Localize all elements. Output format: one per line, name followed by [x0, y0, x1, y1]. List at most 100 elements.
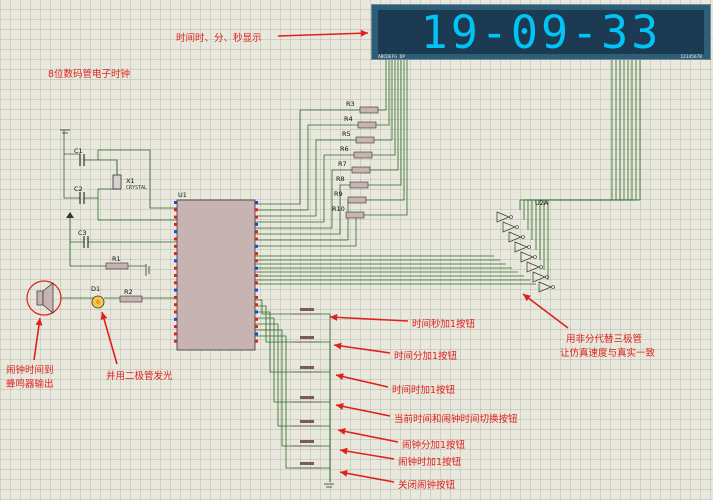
transistor-annotation-2: 让仿真速度与真实一致: [560, 348, 656, 359]
capacitor-c1[interactable]: [79, 154, 85, 166]
pin-marker: [174, 325, 177, 329]
resistor-label: R6: [340, 145, 349, 153]
pin-marker: [174, 288, 177, 292]
buzzer-icon[interactable]: [26, 280, 62, 316]
pin-marker: [255, 281, 258, 285]
c1-label: C1: [74, 147, 83, 155]
transistor-gate[interactable]: [496, 211, 510, 223]
display-segment-pins: ABCDEFG DP: [378, 55, 406, 60]
annotation-arrow: [339, 449, 395, 460]
wire: [372, 60, 396, 156]
ground-icon: [60, 129, 334, 488]
pin-marker: [255, 266, 258, 270]
pin-marker: [255, 252, 258, 256]
pin-marker: [255, 339, 258, 343]
resistor-label: R7: [338, 160, 347, 168]
resistor-label: R10: [332, 205, 345, 213]
resistor-label: R4: [344, 115, 353, 123]
wire: [370, 60, 399, 171]
pin-marker: [255, 230, 258, 234]
annotation-arrow: [329, 316, 409, 322]
arrow-head: [338, 428, 346, 435]
annotation-arrow: [335, 404, 391, 417]
transistor-gate[interactable]: [520, 251, 534, 263]
resistor-label: R8: [336, 175, 345, 183]
pin-marker: [255, 303, 258, 307]
pin-marker: [255, 288, 258, 292]
pin-marker: [174, 201, 177, 204]
pin-marker: [174, 208, 177, 212]
resistor-r6[interactable]: [353, 151, 373, 159]
c3-label: C3: [78, 229, 87, 237]
wire: [366, 60, 405, 201]
transistor-gate[interactable]: [538, 281, 552, 293]
wire: [255, 124, 358, 211]
resistor-r3[interactable]: [359, 106, 379, 114]
wire: [255, 169, 352, 229]
arrow-head: [340, 447, 348, 455]
annotation-arrow: [335, 374, 389, 388]
pin-marker: [174, 259, 177, 263]
arrow-head: [100, 312, 108, 320]
pin-marker: [255, 259, 258, 263]
push-button-cap: [300, 462, 314, 465]
wire: [368, 60, 402, 186]
transistor-gate[interactable]: [502, 221, 516, 233]
pin-marker: [174, 230, 177, 234]
resistor-label: R3: [346, 100, 355, 108]
resistor-r7[interactable]: [351, 166, 371, 174]
inverter-bubble: [545, 275, 549, 279]
crystal-x1[interactable]: [112, 174, 122, 190]
pin-marker: [255, 208, 258, 212]
wire: [539, 60, 621, 260]
wire: [255, 317, 292, 403]
transistor-gate[interactable]: [514, 241, 528, 253]
resistor-r9[interactable]: [347, 196, 367, 204]
wire: [255, 214, 357, 247]
wire: [320, 313, 331, 482]
capacitor-c3[interactable]: [83, 236, 89, 248]
pin-marker: [174, 317, 177, 321]
wire: [320, 467, 331, 482]
pin-marker: [255, 274, 258, 277]
annotation-arrow: [339, 471, 395, 483]
wire: [543, 60, 617, 270]
inverter-bubble: [515, 225, 519, 229]
pin-marker: [174, 281, 177, 285]
resistor-r8[interactable]: [349, 181, 369, 189]
push-button-cap: [300, 396, 314, 399]
u2a-label: U2A: [535, 199, 549, 207]
u1-chip[interactable]: [176, 199, 256, 351]
seven-segment-display: 19-09-33 ABCDEFG DP 12345678: [371, 4, 711, 60]
alarm-hour-annotation: 闹钟时加1按钮: [398, 457, 462, 468]
arrow-head: [340, 469, 348, 477]
power-icon: [66, 212, 74, 218]
wire: [374, 60, 393, 141]
arrow-head: [360, 29, 368, 37]
switch-annotation: 当前时间和闹钟时间切换按钮: [394, 414, 518, 425]
resistor-r5[interactable]: [355, 136, 375, 144]
pin-marker: [174, 310, 177, 314]
resistor-r4[interactable]: [357, 121, 377, 129]
transistor-gate[interactable]: [508, 231, 522, 243]
annotation-arrow: [277, 32, 369, 37]
push-button-cap: [300, 336, 314, 339]
transistor-gate[interactable]: [532, 271, 546, 283]
wire: [523, 60, 637, 220]
wire: [519, 60, 641, 210]
wire: [255, 184, 350, 235]
transistor-gate[interactable]: [526, 261, 540, 273]
arrow-head: [336, 403, 344, 410]
resistor-r10[interactable]: [345, 211, 365, 219]
pin-marker: [255, 237, 258, 241]
pin-marker: [174, 244, 177, 248]
resistor-r1[interactable]: [105, 262, 129, 270]
arrow-head: [523, 294, 531, 302]
annotation-arrow: [333, 344, 391, 354]
pin-marker: [174, 222, 177, 226]
resistor-label: R9: [334, 190, 343, 198]
pin-marker: [255, 310, 258, 314]
resistor-r2[interactable]: [119, 295, 143, 303]
capacitor-c2[interactable]: [79, 192, 85, 204]
pin-marker: [255, 222, 258, 226]
